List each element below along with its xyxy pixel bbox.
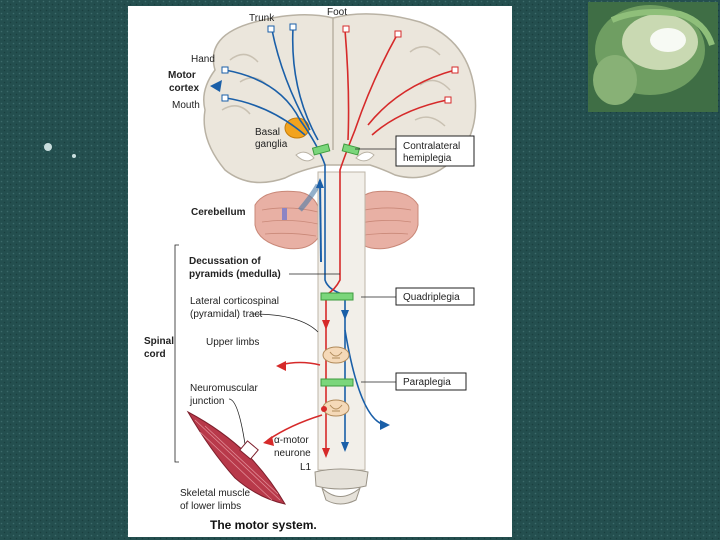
label-alpha-motor: α-motor: [274, 435, 309, 446]
label-decussation: Decussation of: [189, 256, 261, 267]
cerebellar-marker: [282, 208, 287, 220]
brain-photo-thumbnail: [588, 2, 718, 112]
svg-text:Paraplegia: Paraplegia: [403, 377, 451, 388]
bullet-dot: [44, 143, 52, 151]
l1-vertebra: [314, 468, 369, 505]
cortex-markers: [221, 23, 459, 104]
label-spinal-cord: Spinal: [144, 336, 174, 347]
label-nmj: junction: [189, 396, 224, 407]
svg-text:Contralateral: Contralateral: [403, 141, 460, 152]
skeletal-muscle: [186, 410, 287, 505]
label-spinal-cord: cord: [144, 349, 166, 360]
label-skeletal-muscle: of lower limbs: [180, 501, 241, 512]
label-upper-limbs: Upper limbs: [206, 337, 259, 348]
svg-text:Quadriplegia: Quadriplegia: [403, 292, 460, 303]
contralateral-hemiplegia-box: Contralateral hemiplegia: [395, 135, 475, 167]
spinal-cord: [317, 171, 366, 471]
label-motor-cortex: cortex: [169, 83, 199, 94]
label-skeletal-muscle: Skeletal muscle: [180, 488, 250, 499]
label-hand: Hand: [191, 54, 215, 65]
label-alpha-motor: neurone: [274, 448, 311, 459]
blue-arrowheads: [210, 80, 390, 452]
label-mouth: Mouth: [172, 100, 200, 111]
bullet-dot: [72, 154, 76, 158]
paraplegia-box: Paraplegia: [395, 372, 467, 391]
label-basal-ganglia: ganglia: [255, 139, 288, 150]
label-foot: Foot: [327, 7, 347, 18]
label-nmj: Neuromuscular: [190, 383, 258, 394]
red-arrowheads: [263, 320, 330, 458]
label-lateral-tract: Lateral corticospinal: [190, 296, 279, 307]
svg-text:hemiplegia: hemiplegia: [403, 153, 452, 164]
left-tract: [224, 27, 386, 450]
label-basal-ganglia: Basal: [255, 127, 280, 138]
label-l1: L1: [300, 462, 312, 473]
label-decussation: pyramids (medulla): [189, 269, 281, 280]
label-trunk: Trunk: [249, 13, 275, 24]
lesion-markers: [311, 143, 361, 387]
label-lateral-tract: (pyramidal) tract: [190, 309, 262, 320]
spinal-cross-sections: [321, 346, 350, 417]
label-cerebellum: Cerebellum: [191, 207, 246, 218]
quadriplegia-box: Quadriplegia: [395, 287, 475, 306]
label-motor-cortex: Motor: [168, 70, 196, 81]
leader-lines: [174, 148, 396, 463]
figure-caption: The motor system.: [210, 518, 317, 532]
